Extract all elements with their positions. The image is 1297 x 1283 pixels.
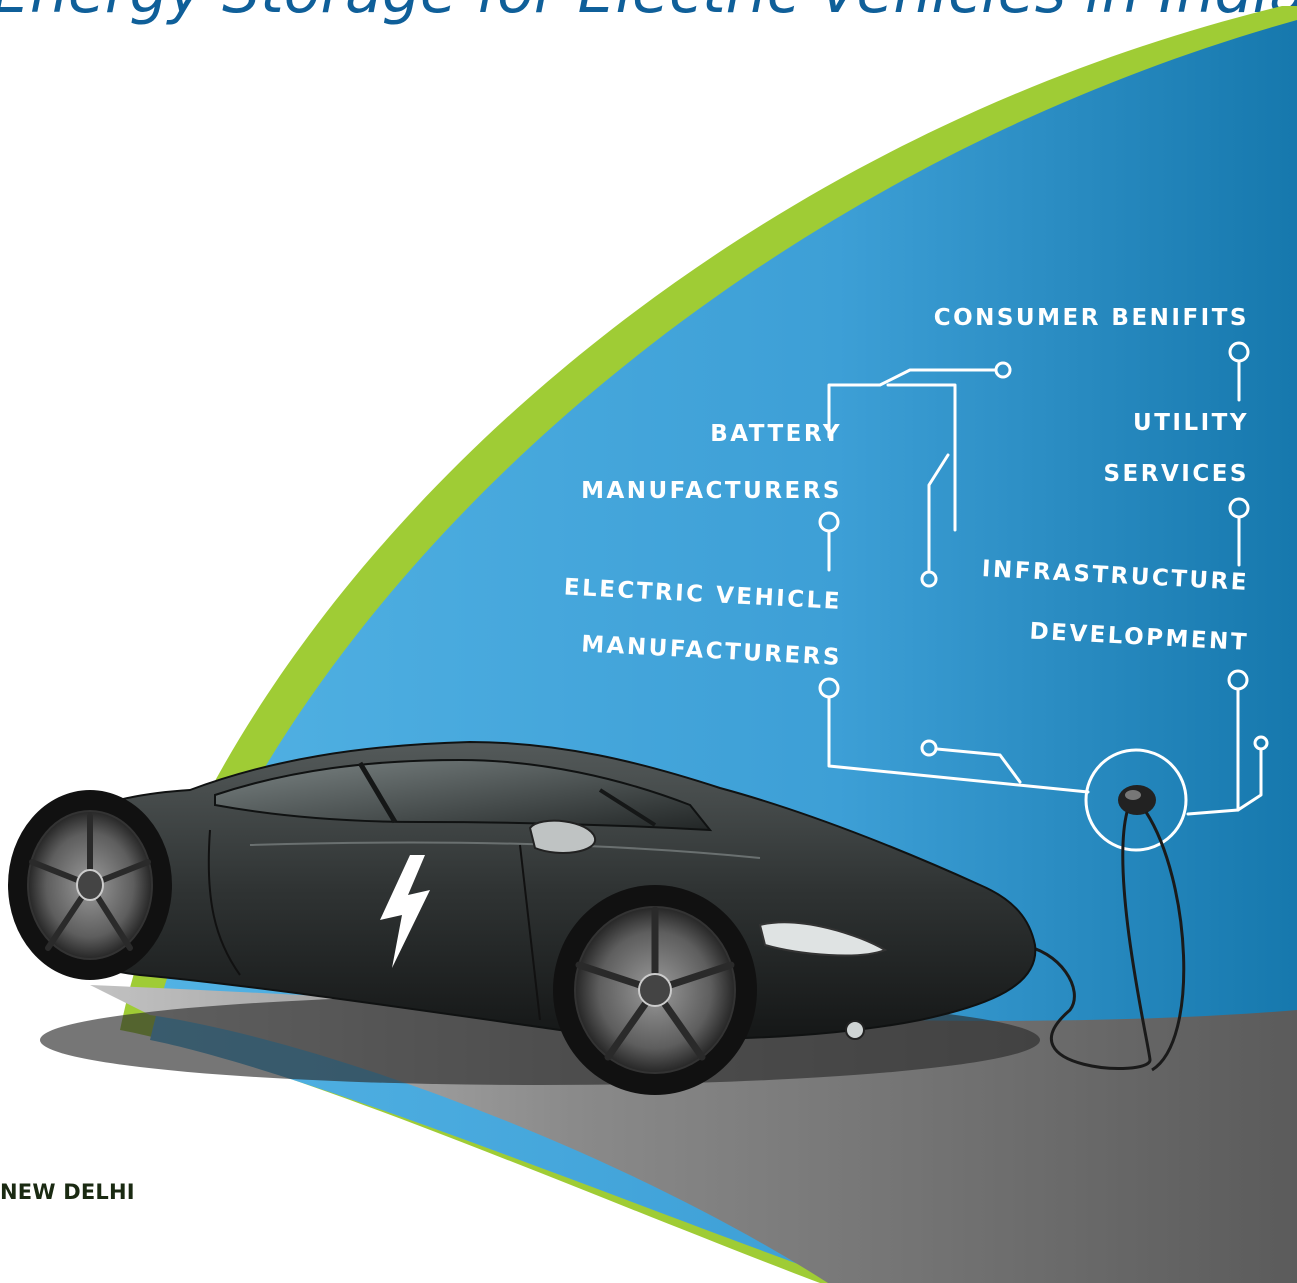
lightning-bolt-icon [380, 855, 430, 968]
page-title: Energy Storage for Electric Vehicles in … [0, 0, 1297, 28]
circuit-lines [818, 341, 1269, 852]
charging-plug-icon [1019, 785, 1186, 1072]
car-windows [214, 758, 713, 832]
label-services: SERVICES [1103, 461, 1249, 487]
label-consumer-benefits: CONSUMER BENIFITS [934, 305, 1249, 331]
car-body [19, 740, 1037, 1040]
label-utility: UTILITY [1133, 410, 1249, 436]
car-wheel-icon [553, 885, 757, 1095]
car-wheel-icon [8, 790, 172, 980]
label-battery-manufacturers: MANUFACTURERS [581, 478, 842, 504]
electric-car [19, 740, 1037, 1040]
location-label: NEW DELHI [0, 1180, 135, 1204]
label-battery: BATTERY [710, 421, 842, 447]
